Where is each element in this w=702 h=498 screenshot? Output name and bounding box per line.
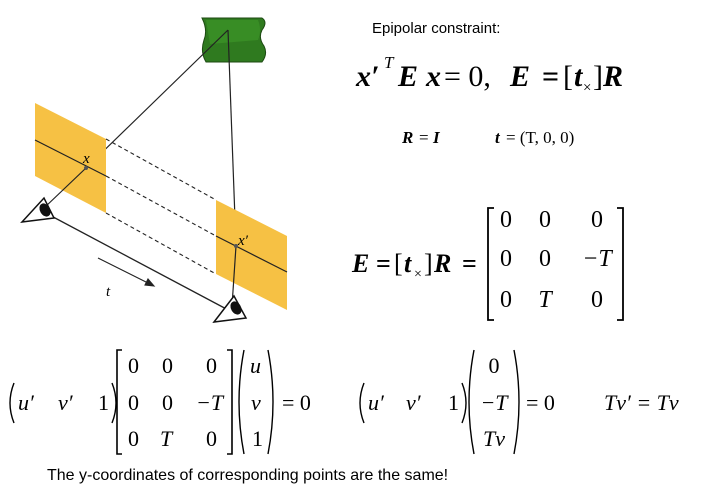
svg-text:=: = (376, 249, 391, 278)
svg-text:T: T (384, 53, 395, 72)
equation-1: u′ v′ 1 0 0 0 0 0 −T 0 T 0 u v 1 = 0 (9, 349, 311, 455)
left-image-plane (34, 103, 107, 213)
svg-text:= (T, 0, 0): = (T, 0, 0) (506, 128, 574, 147)
scene-object (201, 17, 267, 63)
svg-text:0: 0 (128, 426, 139, 451)
assumptions: R = I t = (T, 0, 0) (401, 128, 574, 147)
svg-text:= 0: = 0 (526, 390, 555, 415)
svg-text:0: 0 (539, 246, 551, 272)
svg-text:u: u (250, 353, 261, 378)
svg-text:v′: v′ (406, 390, 422, 415)
svg-text:0: 0 (500, 246, 512, 272)
svg-text:0: 0 (128, 390, 139, 415)
svg-text:R: R (433, 249, 451, 278)
svg-text:0: 0 (128, 353, 139, 378)
svg-text:0: 0 (162, 353, 173, 378)
equation-2: u′ v′ 1 0 −T Tv = 0 (359, 349, 555, 455)
svg-text:0: 0 (206, 426, 217, 451)
svg-text:0: 0 (591, 287, 603, 313)
svg-text:=: = (462, 249, 477, 278)
svg-text:R: R (401, 128, 413, 147)
svg-text:v′: v′ (58, 390, 74, 415)
svg-text:t: t (495, 128, 501, 147)
svg-text:−T: −T (196, 390, 225, 415)
svg-text:=: = (542, 60, 559, 93)
svg-text:T: T (160, 426, 174, 451)
label-t: t (106, 284, 111, 300)
svg-text:E: E (509, 60, 530, 93)
svg-text:×: × (583, 80, 591, 96)
svg-text:0: 0 (500, 287, 512, 313)
svg-text:[: [ (394, 249, 403, 278)
svg-text:u′: u′ (18, 390, 35, 415)
svg-text:E: E (397, 60, 418, 93)
label-x-prime: x′ (237, 233, 249, 249)
svg-text:×: × (414, 267, 422, 282)
svg-text:x′: x′ (355, 60, 379, 93)
svg-text:t: t (404, 249, 412, 278)
essential-matrix-equation: E = [ t × ] R = 0 0 0 0 0 −T 0 T 0 (351, 207, 624, 321)
svg-text:u′: u′ (368, 390, 385, 415)
svg-text:v: v (251, 390, 261, 415)
svg-text:Tv: Tv (483, 426, 505, 451)
svg-text:0: 0 (591, 207, 603, 233)
svg-text:R: R (602, 60, 623, 93)
svg-text:1: 1 (448, 390, 459, 415)
point-x-prime (234, 244, 238, 248)
svg-text:−T: −T (582, 246, 613, 272)
translation-arrow (97, 257, 156, 287)
svg-text:x: x (425, 60, 441, 93)
svg-text:T: T (538, 287, 553, 313)
label-x: x (82, 151, 90, 167)
svg-text:0: 0 (489, 353, 500, 378)
svg-text:0: 0 (162, 390, 173, 415)
constraint-equation: x′ T E x = 0, E = [ t × ] R (355, 53, 623, 96)
footer-note: The y-coordinates of corresponding point… (47, 467, 449, 484)
right-image-plane (215, 200, 288, 310)
svg-text:−T: −T (480, 390, 509, 415)
svg-text:]: ] (593, 60, 603, 93)
svg-text:=: = (419, 128, 429, 147)
svg-text:t: t (574, 60, 584, 93)
right-camera-eye-icon (212, 294, 248, 323)
baseline (39, 209, 233, 313)
svg-text:1: 1 (252, 426, 263, 451)
camera-rays (43, 167, 237, 307)
essential-matrix-cells: 0 0 0 0 0 −T 0 T 0 (500, 207, 613, 313)
point-x (84, 166, 88, 170)
svg-text:0: 0 (206, 353, 217, 378)
svg-text:= 0,: = 0, (444, 60, 491, 93)
svg-text:= 0: = 0 (282, 390, 311, 415)
svg-text:0: 0 (539, 207, 551, 233)
svg-text:]: ] (424, 249, 433, 278)
svg-text:E: E (351, 249, 369, 278)
svg-text:1: 1 (98, 390, 109, 415)
svg-text:I: I (432, 128, 441, 147)
svg-text:[: [ (563, 60, 573, 93)
svg-text:0: 0 (500, 207, 512, 233)
heading: Epipolar constraint: (372, 20, 501, 37)
left-camera-eye-icon (20, 196, 56, 223)
equation-3: Tv′ = Tv (604, 390, 679, 415)
